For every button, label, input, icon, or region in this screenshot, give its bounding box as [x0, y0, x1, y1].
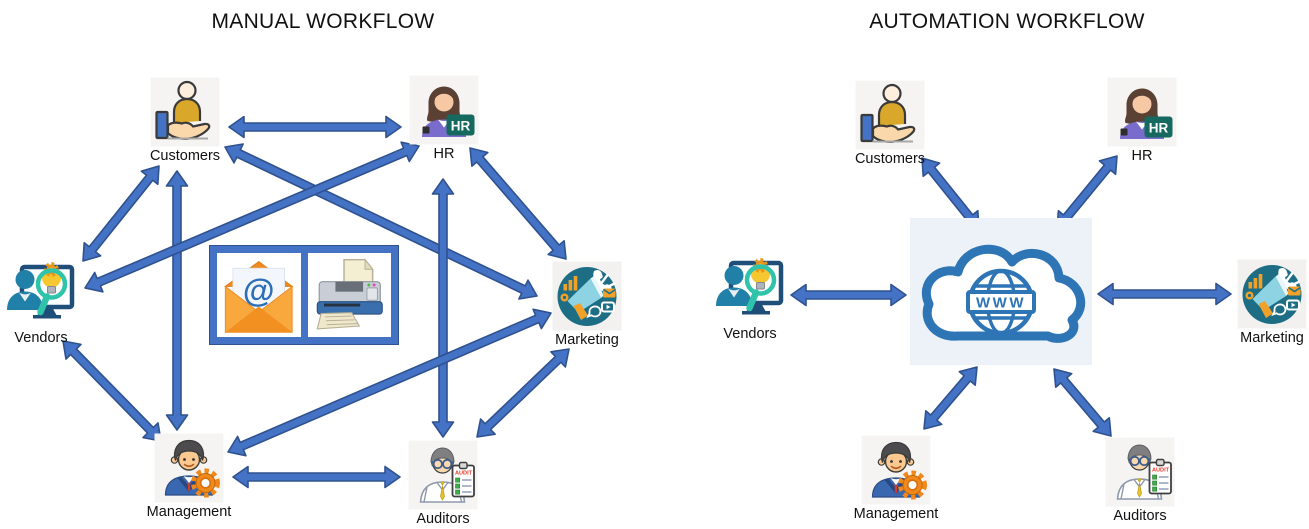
cloud-www-icon: WWW	[910, 218, 1092, 365]
customer-care-icon	[855, 80, 925, 150]
vendor-search-icon	[715, 255, 785, 325]
arrow-automation-auditors-hub	[1053, 368, 1112, 437]
svg-text:@: @	[243, 273, 275, 309]
manual-tools-box: @	[209, 245, 399, 345]
automation-node-auditors: AUDIT Auditors	[1092, 437, 1188, 524]
automation-node-marketing: Marketing	[1224, 259, 1309, 346]
node-label: HR	[1131, 148, 1153, 164]
node-label: Customers	[854, 151, 926, 167]
arrow-manual-hr-marketing	[469, 147, 567, 260]
automation-node-vendors: Vendors	[702, 255, 798, 342]
arrow-manual-vendors-management	[62, 340, 162, 442]
vendor-search-icon	[6, 259, 76, 329]
svg-text:HR: HR	[1149, 121, 1169, 136]
hr-person-icon: HR	[1107, 77, 1177, 147]
manager-gear-icon	[154, 433, 224, 503]
node-label: Management	[853, 506, 939, 522]
arrow-manual-management-auditors	[232, 465, 401, 489]
marketing-megaphone-icon	[552, 261, 622, 331]
automation-cloud-hub: WWW	[910, 218, 1092, 365]
svg-text:AUDIT: AUDIT	[1152, 468, 1170, 474]
arrow-manual-customers-marketing	[224, 143, 538, 300]
arrow-manual-vendors-hr	[84, 141, 420, 293]
node-label: Marketing	[555, 332, 619, 348]
manual-node-management: Management	[141, 433, 237, 520]
manual-node-auditors: AUDIT Auditors	[395, 440, 491, 527]
arrow-automation-vendors-hub	[790, 283, 907, 307]
marketing-megaphone-icon	[1237, 259, 1307, 329]
arrow-automation-marketing-hub	[1097, 282, 1232, 306]
customer-care-icon	[150, 77, 220, 147]
automation-node-customers: Customers	[842, 80, 938, 167]
arrow-manual-customers-vendors	[82, 165, 160, 262]
arrow-automation-management-hub	[923, 366, 978, 430]
manual-node-customers: Customers	[137, 77, 233, 164]
node-label: Marketing	[1240, 330, 1304, 346]
automation-workflow-title: AUTOMATION WORKFLOW	[869, 10, 1145, 33]
automation-node-hr: HR HR	[1094, 77, 1190, 164]
manager-gear-icon	[861, 435, 931, 505]
node-label: Auditors	[416, 511, 470, 527]
arrow-manual-customers-hr	[228, 115, 402, 139]
svg-text:HR: HR	[451, 119, 471, 134]
node-label: Management	[146, 504, 232, 520]
arrow-manual-customers-management	[165, 170, 189, 431]
node-label: HR	[433, 146, 455, 162]
auditor-clipboard-icon: AUDIT	[408, 440, 478, 510]
svg-text:AUDIT: AUDIT	[455, 471, 473, 477]
hr-person-icon: HR	[409, 75, 479, 145]
manual-node-vendors: Vendors	[0, 259, 89, 346]
printer-icon	[307, 253, 391, 337]
arrow-manual-hr-auditors	[431, 178, 455, 438]
node-label: Customers	[149, 148, 221, 164]
svg-text:WWW: WWW	[976, 295, 1026, 312]
auditor-clipboard-icon: AUDIT	[1105, 437, 1175, 507]
manual-workflow-title: MANUAL WORKFLOW	[211, 10, 435, 33]
manual-node-hr: HR HR	[396, 75, 492, 162]
email-icon: @	[217, 253, 301, 337]
node-label: Vendors	[723, 326, 777, 342]
manual-node-marketing: Marketing	[539, 261, 635, 348]
node-label: Vendors	[14, 330, 68, 346]
node-label: Auditors	[1113, 508, 1167, 524]
arrow-manual-management-marketing	[227, 308, 552, 457]
arrow-manual-auditors-marketing	[476, 348, 570, 438]
automation-node-management: Management	[848, 435, 944, 522]
